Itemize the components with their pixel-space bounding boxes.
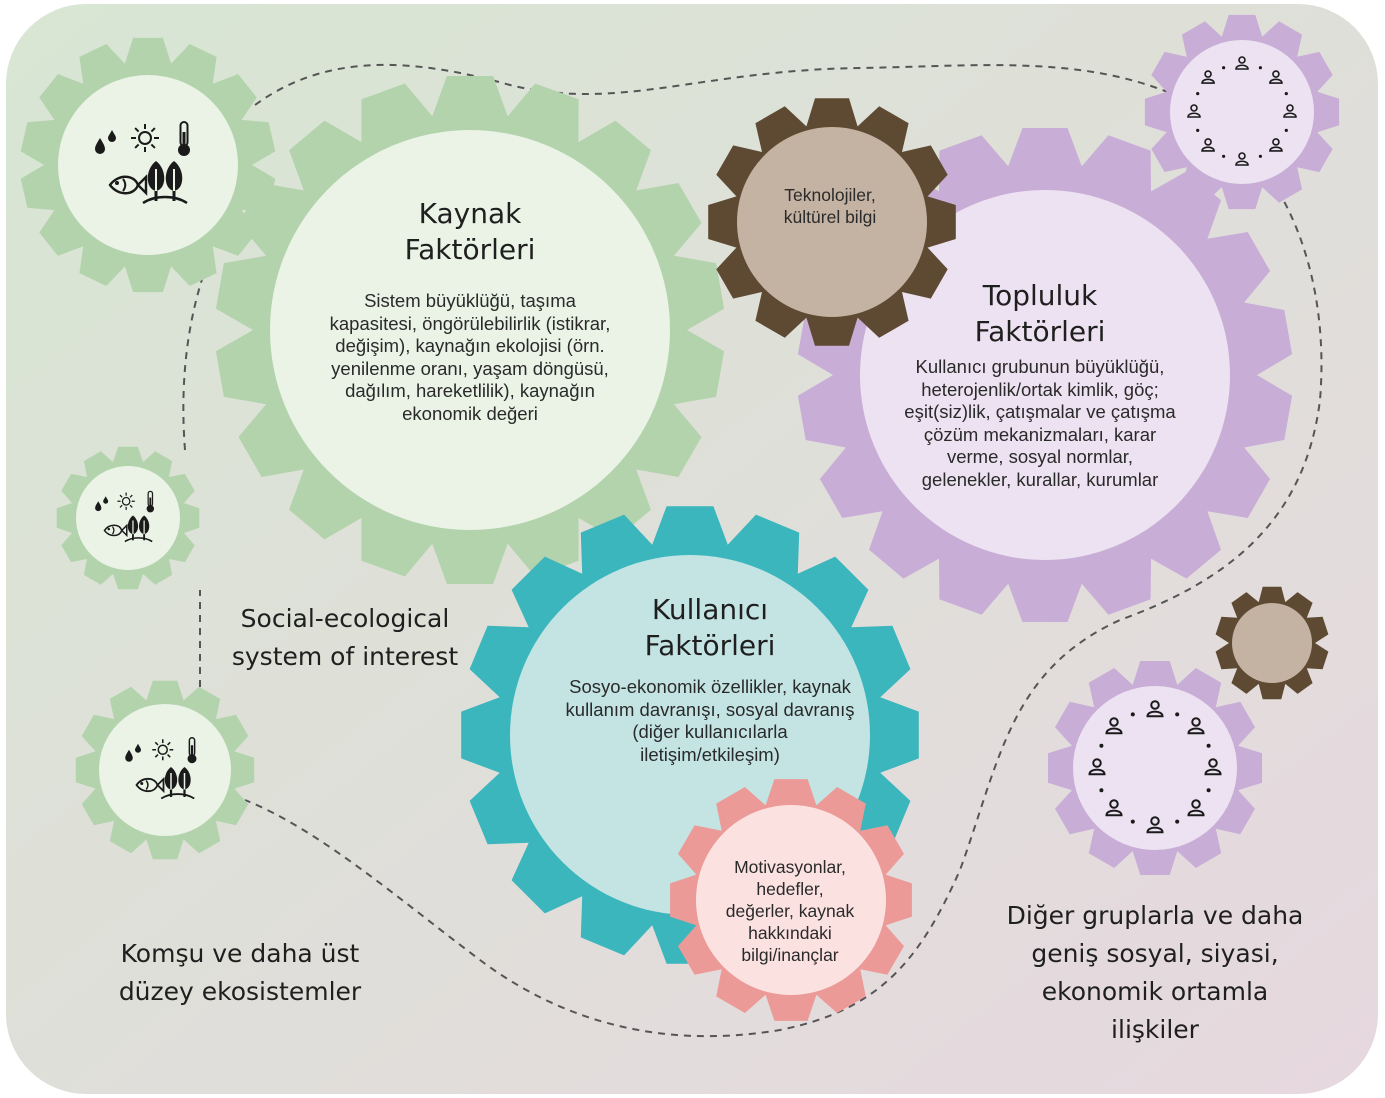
user-factors-title: Kullanıcı Faktörleri — [644, 593, 776, 662]
system-of-interest-caption: Social-ecological system of interest — [231, 604, 459, 671]
technology-label: Teknolojiler, kültürel bilgi — [783, 185, 877, 227]
thermometer-icon — [187, 737, 197, 764]
ring-dot — [1222, 154, 1226, 158]
neighbor-ecosystems-caption: Komşu ve daha üst düzey ekosistemler — [118, 939, 362, 1006]
ring-dot — [1099, 788, 1104, 793]
community-factors-label: Topluluk Faktörleri Kullanıcı grubunun b… — [880, 278, 1200, 491]
motivation-label: Motivasyonlar, hedefler, değerler, kayna… — [725, 857, 855, 965]
resource-factors-title: Kaynak Faktörleri — [404, 197, 536, 266]
small-technology-gear-face — [1232, 603, 1312, 683]
person-icon — [1235, 56, 1249, 70]
resource-factors-description: Sistem büyüklüğü, taşıma kapasitesi, öng… — [329, 290, 611, 424]
ring-dot — [1130, 712, 1135, 717]
person-icon — [1187, 104, 1201, 118]
resource-factors-label: Kaynak Faktörleri Sistem büyüklüğü, taşı… — [300, 196, 640, 425]
person-icon — [1088, 758, 1106, 776]
water-drops-icon — [95, 130, 116, 154]
ring-dot — [1284, 92, 1288, 96]
person-icon — [1201, 138, 1215, 152]
fish-icon — [103, 523, 128, 538]
ring-dot — [1258, 66, 1262, 70]
ecosystem-gear-middle — [56, 446, 200, 590]
ecosystem-gear-top-face — [58, 75, 238, 255]
ring-dot — [1175, 712, 1180, 717]
person-icon — [1235, 152, 1249, 166]
ring-dot — [1130, 819, 1135, 824]
water-drops-icon — [125, 743, 141, 762]
ring-dot — [1099, 743, 1104, 748]
small-technology-gear — [1215, 586, 1329, 700]
person-icon — [1283, 104, 1297, 118]
people-gear-bottom-face — [1073, 686, 1237, 850]
ring-dot — [1175, 819, 1180, 824]
person-icon — [1201, 70, 1215, 84]
ring-dot — [1258, 154, 1262, 158]
ecosystem-gear-bottom — [75, 680, 255, 860]
people-gear-bottom — [1048, 661, 1262, 875]
ecosystem-gear-top — [20, 37, 276, 293]
system-boundary-line — [182, 63, 1323, 1038]
people-gear-top — [1144, 14, 1340, 210]
person-icon — [1105, 717, 1123, 735]
sun-icon — [131, 124, 159, 152]
motivation-gear-face — [696, 805, 886, 995]
technology-gear — [708, 98, 956, 346]
sun-icon — [117, 492, 135, 510]
water-drops-icon — [95, 496, 109, 512]
ring-dot — [1284, 128, 1288, 132]
trees-icon — [142, 161, 188, 205]
technology-gear-face — [737, 127, 927, 317]
wider-relations-caption: Diğer gruplarla ve daha geniş sosyal, si… — [1006, 901, 1304, 1044]
user-factors-label: Kullanıcı Faktörleri Sosyo-ekonomik özel… — [535, 592, 885, 766]
person-icon — [1105, 799, 1123, 817]
ring-dot — [1206, 788, 1211, 793]
thermometer-icon — [178, 121, 190, 156]
ecosystem-gear-bottom-face — [99, 704, 231, 836]
community-factors-gear-face — [860, 190, 1230, 560]
people-gear-top-face — [1170, 40, 1314, 184]
motivation-gear — [670, 779, 912, 1021]
fish-icon — [135, 776, 165, 794]
trees-icon — [124, 515, 153, 543]
person-icon — [1187, 717, 1205, 735]
sun-icon — [152, 739, 174, 761]
resource-factors-gear-face — [270, 130, 670, 530]
person-icon — [1146, 816, 1164, 834]
community-factors-title: Topluluk Faktörleri — [974, 279, 1106, 348]
resource-factors-gear — [215, 76, 725, 584]
thermometer-icon — [146, 490, 155, 513]
ring-dot — [1196, 92, 1200, 96]
person-icon — [1269, 138, 1283, 152]
user-factors-description: Sosyo-ekonomik özellikler, kaynak kullan… — [565, 676, 855, 765]
ring-dot — [1222, 66, 1226, 70]
person-icon — [1187, 799, 1205, 817]
trees-icon — [160, 767, 195, 800]
ring-dot — [1196, 128, 1200, 132]
person-icon — [1204, 758, 1222, 776]
community-factors-description: Kullanıcı grubunun büyüklüğü, heterojenl… — [904, 356, 1176, 490]
person-icon — [1146, 700, 1164, 718]
ring-dot — [1206, 743, 1211, 748]
fish-icon — [108, 174, 148, 196]
ecosystem-gear-middle-face — [76, 466, 180, 570]
person-icon — [1269, 70, 1283, 84]
